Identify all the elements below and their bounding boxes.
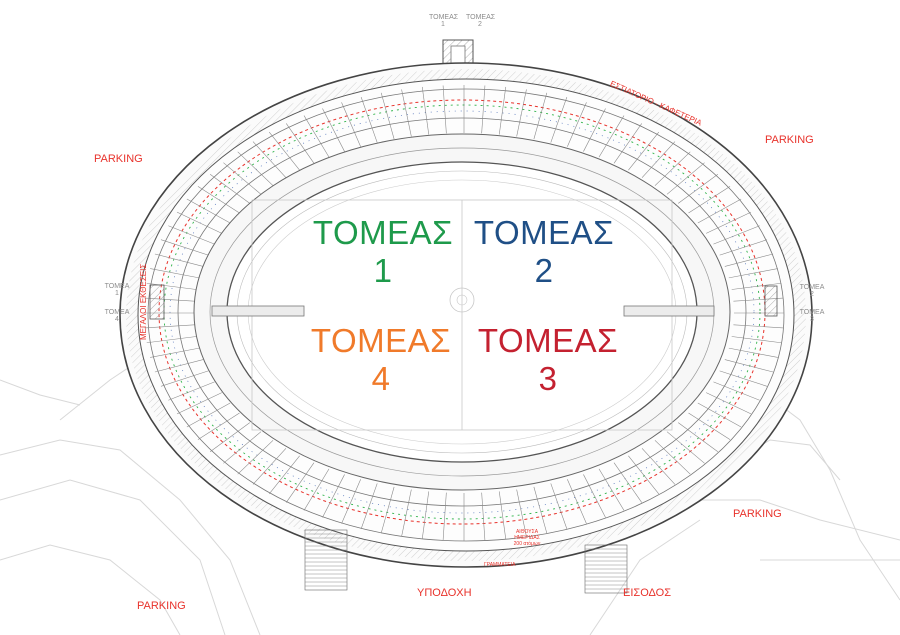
reception-label: ΥΠΟΔΟΧΗ [417,587,472,599]
rooms-inner-line [177,117,747,507]
parking-label: PARKING [733,508,782,520]
rooms-outer-line [147,88,785,542]
parking-label: PARKING [94,153,143,165]
secretariat-label: ΓΡΑΜΜΑΤΕΙΑ [484,562,516,568]
blue-route [169,110,755,514]
room-partitions [144,85,784,541]
parking-label: PARKING [765,134,814,146]
east-gate [764,285,778,317]
west-gate [149,284,165,320]
entrance-label: ΕΙΣΟΔΟΣ [623,587,671,599]
parking-label: PARKING [137,600,186,612]
hall-label: ΑΙΘΟΥΣΑ ΗΜΕΡΙΔΑΣ 200 ατόμων [513,529,541,547]
exhibitions-label: ΜΕΓΑΛΟΙ ΕΚΘΕΣΕΙΣ [139,263,148,340]
centre-circle [449,287,475,313]
west-corridor [211,305,305,317]
centre-circle-inner [456,294,468,306]
east-corridor [623,305,715,317]
